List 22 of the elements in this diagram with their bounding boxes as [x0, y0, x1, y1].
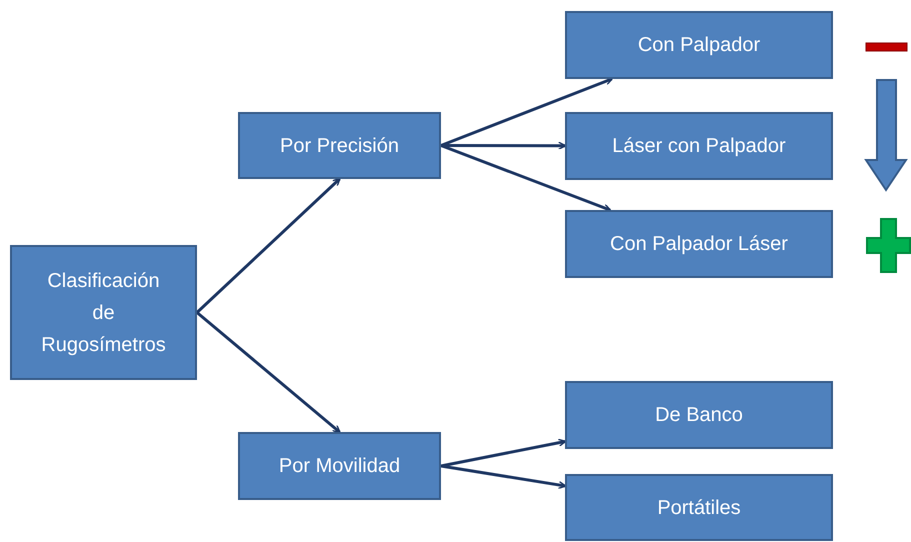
- box-label: Láser con Palpador: [612, 134, 786, 159]
- process-box: [238, 432, 441, 500]
- box-label: Por Movilidad: [278, 454, 400, 479]
- arrow: [440, 464, 566, 490]
- arrow: [440, 144, 612, 212]
- box-label: Con Palpador Láser: [610, 232, 788, 257]
- process-box: [10, 245, 197, 380]
- process-box: [565, 210, 833, 278]
- arrow: [440, 438, 566, 468]
- process-box: [565, 381, 833, 449]
- arrow: [196, 311, 341, 434]
- arrow: [196, 178, 341, 314]
- process-box: [565, 474, 833, 541]
- arrow: [440, 77, 614, 147]
- process-box: [565, 11, 833, 79]
- box-label: Por Precisión: [280, 134, 399, 158]
- box-label: Con Palpador: [638, 33, 760, 58]
- process-box: [238, 112, 441, 179]
- box-label: Clasificación de Rugosímetros: [40, 268, 167, 358]
- box-label: De Banco: [655, 403, 743, 428]
- process-box: [565, 112, 833, 180]
- box-label: Portátiles: [657, 496, 741, 520]
